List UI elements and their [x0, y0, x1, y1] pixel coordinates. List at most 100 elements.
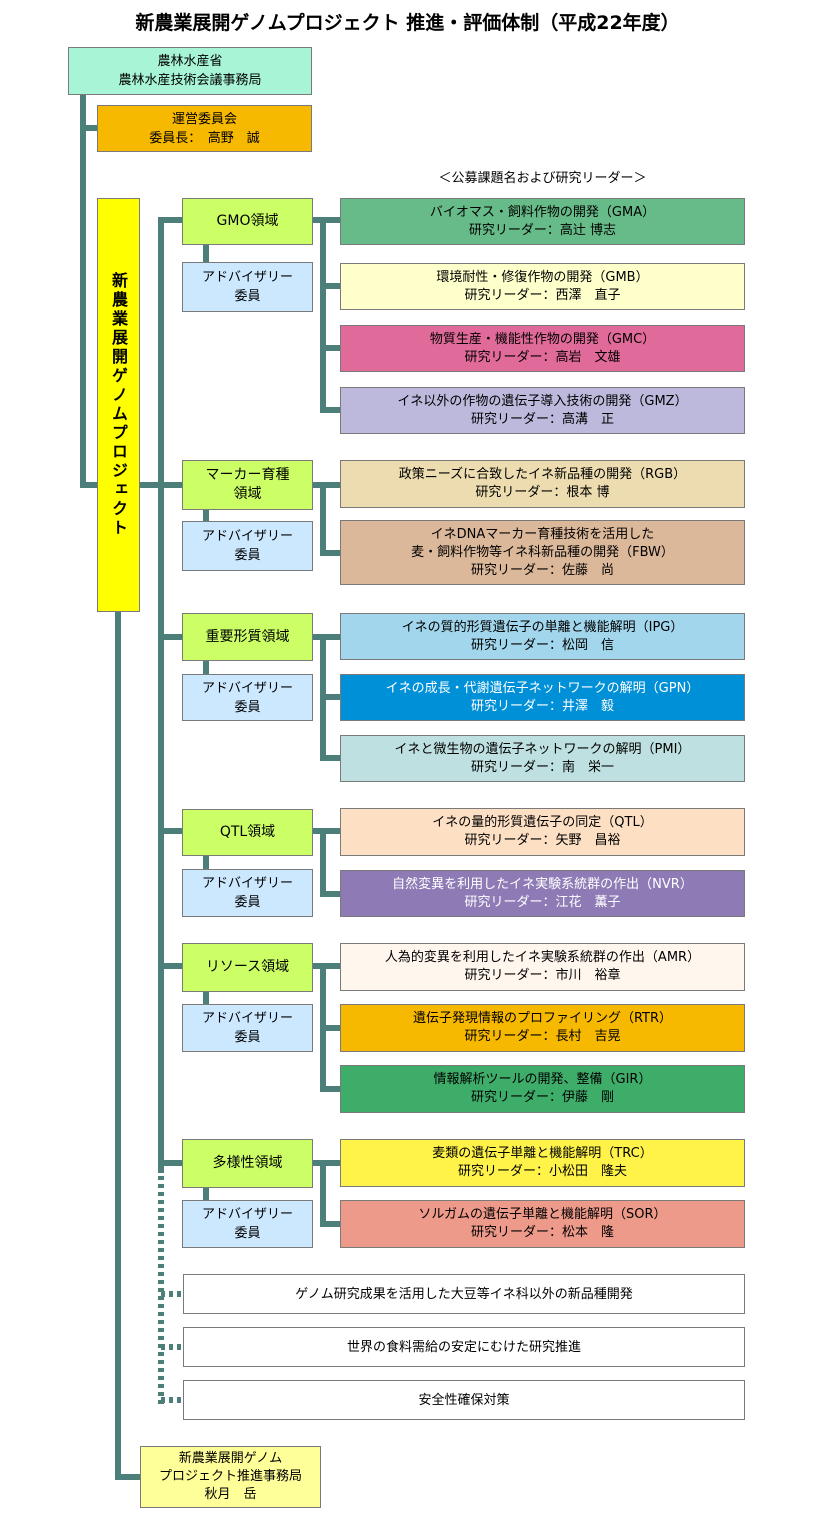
- project-gmc-leader: 研究リーダー：高岩 文雄: [464, 349, 621, 365]
- project-fbw-leader: 研究リーダー：佐藤 尚: [470, 562, 614, 578]
- project-ipg-title: イネの質的形質遺伝子の単離と機能解明（IPG）: [401, 619, 684, 635]
- project-sor-title: ソルガムの遺伝子単離と機能解明（SOR）: [418, 1207, 667, 1222]
- steering-committee-box: 運営委員会 委員長： 高野 誠: [97, 105, 312, 152]
- project-trc: 麦類の遺伝子単離と機能解明（TRC） 研究リーダー：小松田 隆夫: [340, 1139, 745, 1187]
- advisory-box-qtl: アドバイザリー 委員: [182, 869, 313, 917]
- project-rtr-leader: 研究リーダー：長村 吉晃: [464, 1029, 621, 1044]
- ministry-office: 農林水産技術会議事務局: [118, 73, 262, 88]
- project-fbw-title-2: 麦・飼料作物等イネ科新品種の開発（FBW）: [411, 544, 674, 560]
- domain-qtl: QTL領域: [182, 809, 313, 856]
- project-amr-leader: 研究リーダー：市川 裕章: [464, 968, 621, 983]
- domain-resource: リソース領域: [182, 943, 313, 992]
- ministry-box: 農林水産省 農林水産技術会議事務局: [68, 47, 312, 95]
- advisory-label: アドバイザリー: [201, 529, 293, 544]
- other-program-soybean: ゲノム研究成果を活用した大豆等イネ科以外の新品種開発: [183, 1274, 745, 1314]
- advisory-label-2: 委員: [234, 289, 261, 304]
- advisory-box-traits: アドバイザリー 委員: [182, 674, 313, 721]
- advisory-label: アドバイザリー: [201, 270, 293, 285]
- project-trc-leader: 研究リーダー：小松田 隆夫: [457, 1164, 627, 1179]
- advisory-box-diversity: アドバイザリー 委員: [182, 1200, 313, 1248]
- advisory-label-2: 委員: [234, 699, 261, 715]
- project-gmc: 物質生産・機能性作物の開発（GMC） 研究リーダー：高岩 文雄: [340, 325, 745, 372]
- domain-traits: 重要形質領域: [182, 613, 313, 661]
- other-program-soybean-label: ゲノム研究成果を活用した大豆等イネ科以外の新品種開発: [295, 1286, 633, 1302]
- domain-marker: マーカー育種 領域: [182, 460, 313, 510]
- domain-resource-label: リソース領域: [205, 959, 290, 975]
- domain-gmo-label: GMO領域: [216, 213, 279, 229]
- project-gma: バイオマス・飼料作物の開発（GMA） 研究リーダー：高辻 博志: [340, 198, 745, 245]
- project-amr-title: 人為的変異を利用したイネ実験系統群の作出（AMR）: [384, 950, 701, 965]
- project-sor: ソルガムの遺伝子単離と機能解明（SOR） 研究リーダー：松本 隆: [340, 1200, 745, 1248]
- steering-committee-name: 運営委員会: [171, 111, 237, 127]
- project-nvr: 自然変異を利用したイネ実験系統群の作出（NVR） 研究リーダー：江花 薫子: [340, 870, 745, 917]
- domain-marker-label: マーカー育種: [205, 467, 290, 483]
- other-program-safety-label: 安全性確保対策: [418, 1392, 510, 1408]
- project-gmb: 環境耐性・修復作物の開発（GMB） 研究リーダー：西澤 直子: [340, 263, 745, 310]
- project-gir-title: 情報解析ツールの開発、整備（GIR）: [433, 1072, 652, 1087]
- project-gma-title: バイオマス・飼料作物の開発（GMA）: [429, 204, 656, 220]
- project-rgb: 政策ニーズに合致したイネ新品種の開発（RGB） 研究リーダー：根本 博: [340, 460, 745, 508]
- advisory-label-2: 委員: [234, 1226, 261, 1241]
- project-ipg-leader: 研究リーダー：松岡 信: [470, 637, 614, 653]
- project-rtr-title: 遺伝子発現情報のプロファイリング（RTR）: [412, 1011, 673, 1026]
- project-gmz: イネ以外の作物の遺伝子導入技術の開発（GMZ） 研究リーダー：高溝 正: [340, 387, 745, 434]
- steering-committee-chair: 委員長： 高野 誠: [149, 130, 260, 146]
- advisory-label-2: 委員: [234, 1030, 261, 1045]
- advisory-label: アドバイザリー: [201, 1207, 293, 1222]
- project-rgb-leader: 研究リーダー：根本 博: [475, 485, 610, 500]
- project-box: 新農業展開ゲノムプロジェクト: [97, 198, 140, 612]
- project-fbw-title: イネDNAマーカー育種技術を活用した: [430, 526, 655, 542]
- advisory-box-resource: アドバイザリー 委員: [182, 1004, 313, 1052]
- project-gpn-leader: 研究リーダー：井澤 毅: [470, 698, 614, 714]
- project-qtl-title: イネの量的形質遺伝子の同定（QTL）: [432, 815, 653, 830]
- project-rtr: 遺伝子発現情報のプロファイリング（RTR） 研究リーダー：長村 吉晃: [340, 1004, 745, 1052]
- chart-title: 新農業展開ゲノムプロジェクト 推進・評価体制（平成22年度）: [135, 12, 680, 34]
- advisory-label: アドバイザリー: [201, 1011, 293, 1026]
- project-ipg: イネの質的形質遺伝子の単離と機能解明（IPG） 研究リーダー：松岡 信: [340, 613, 745, 660]
- project-trc-title: 麦類の遺伝子単離と機能解明（TRC）: [432, 1146, 653, 1161]
- advisory-label-2: 委員: [234, 895, 261, 910]
- project-pmi: イネと微生物の遺伝子ネットワークの解明（PMI） 研究リーダー：南 栄一: [340, 735, 745, 782]
- project-gir-leader: 研究リーダー：伊藤 剛: [470, 1090, 614, 1105]
- projects-subheading: ＜公募課題名および研究リーダー＞: [438, 171, 647, 186]
- ministry-name: 農林水産省: [157, 54, 223, 69]
- secretariat-head: 秋月 岳: [204, 1487, 257, 1502]
- project-gpn: イネの成長・代謝遺伝子ネットワークの解明（GPN） 研究リーダー：井澤 毅: [340, 674, 745, 721]
- other-program-food-supply-label: 世界の食料需給の安定にむけた研究推進: [346, 1339, 581, 1355]
- project-gmc-title: 物質生産・機能性作物の開発（GMC）: [429, 331, 656, 347]
- domain-marker-label-2: 領域: [233, 486, 262, 502]
- domain-qtl-label: QTL領域: [219, 824, 276, 840]
- project-qtl-leader: 研究リーダー：矢野 昌裕: [464, 833, 621, 848]
- project-gmb-title: 環境耐性・修復作物の開発（GMB）: [436, 269, 649, 285]
- project-fbw: イネDNAマーカー育種技術を活用した 麦・飼料作物等イネ科新品種の開発（FBW）…: [340, 520, 745, 585]
- project-sor-leader: 研究リーダー：松本 隆: [470, 1225, 614, 1240]
- project-amr: 人為的変異を利用したイネ実験系統群の作出（AMR） 研究リーダー：市川 裕章: [340, 943, 745, 991]
- advisory-label-2: 委員: [234, 548, 261, 563]
- project-rgb-title: 政策ニーズに合致したイネ新品種の開発（RGB）: [398, 467, 687, 482]
- project-pmi-leader: 研究リーダー：南 栄一: [470, 759, 614, 775]
- project-gmz-leader: 研究リーダー：高溝 正: [470, 411, 614, 427]
- secretariat-box: 新農業展開ゲノム プロジェクト推進事務局 秋月 岳: [140, 1446, 321, 1508]
- domain-diversity: 多様性領域: [182, 1139, 313, 1188]
- advisory-box-marker: アドバイザリー 委員: [182, 521, 313, 571]
- project-nvr-title: 自然変異を利用したイネ実験系統群の作出（NVR）: [392, 876, 693, 892]
- project-gma-leader: 研究リーダー：高辻 博志: [468, 222, 617, 238]
- project-nvr-leader: 研究リーダー：江花 薫子: [464, 894, 621, 910]
- other-program-food-supply: 世界の食料需給の安定にむけた研究推進: [183, 1327, 745, 1367]
- other-program-safety: 安全性確保対策: [183, 1380, 745, 1420]
- project-pmi-title: イネと微生物の遺伝子ネットワークの解明（PMI）: [394, 741, 691, 757]
- domain-traits-label: 重要形質領域: [205, 628, 290, 645]
- project-gpn-title: イネの成長・代謝遺伝子ネットワークの解明（GPN）: [385, 680, 700, 696]
- secretariat-name-2: プロジェクト推進事務局: [158, 1469, 302, 1484]
- project-gmb-leader: 研究リーダー：西澤 直子: [464, 287, 621, 303]
- project-gir: 情報解析ツールの開発、整備（GIR） 研究リーダー：伊藤 剛: [340, 1065, 745, 1113]
- advisory-box-gmo: アドバイザリー 委員: [182, 262, 313, 312]
- secretariat-name: 新農業展開ゲノム: [178, 1451, 283, 1466]
- domain-gmo: GMO領域: [182, 198, 313, 245]
- domain-diversity-label: 多様性領域: [212, 1155, 283, 1171]
- advisory-label: アドバイザリー: [201, 876, 293, 891]
- project-gmz-title: イネ以外の作物の遺伝子導入技術の開発（GMZ）: [397, 393, 688, 409]
- advisory-label: アドバイザリー: [201, 680, 293, 696]
